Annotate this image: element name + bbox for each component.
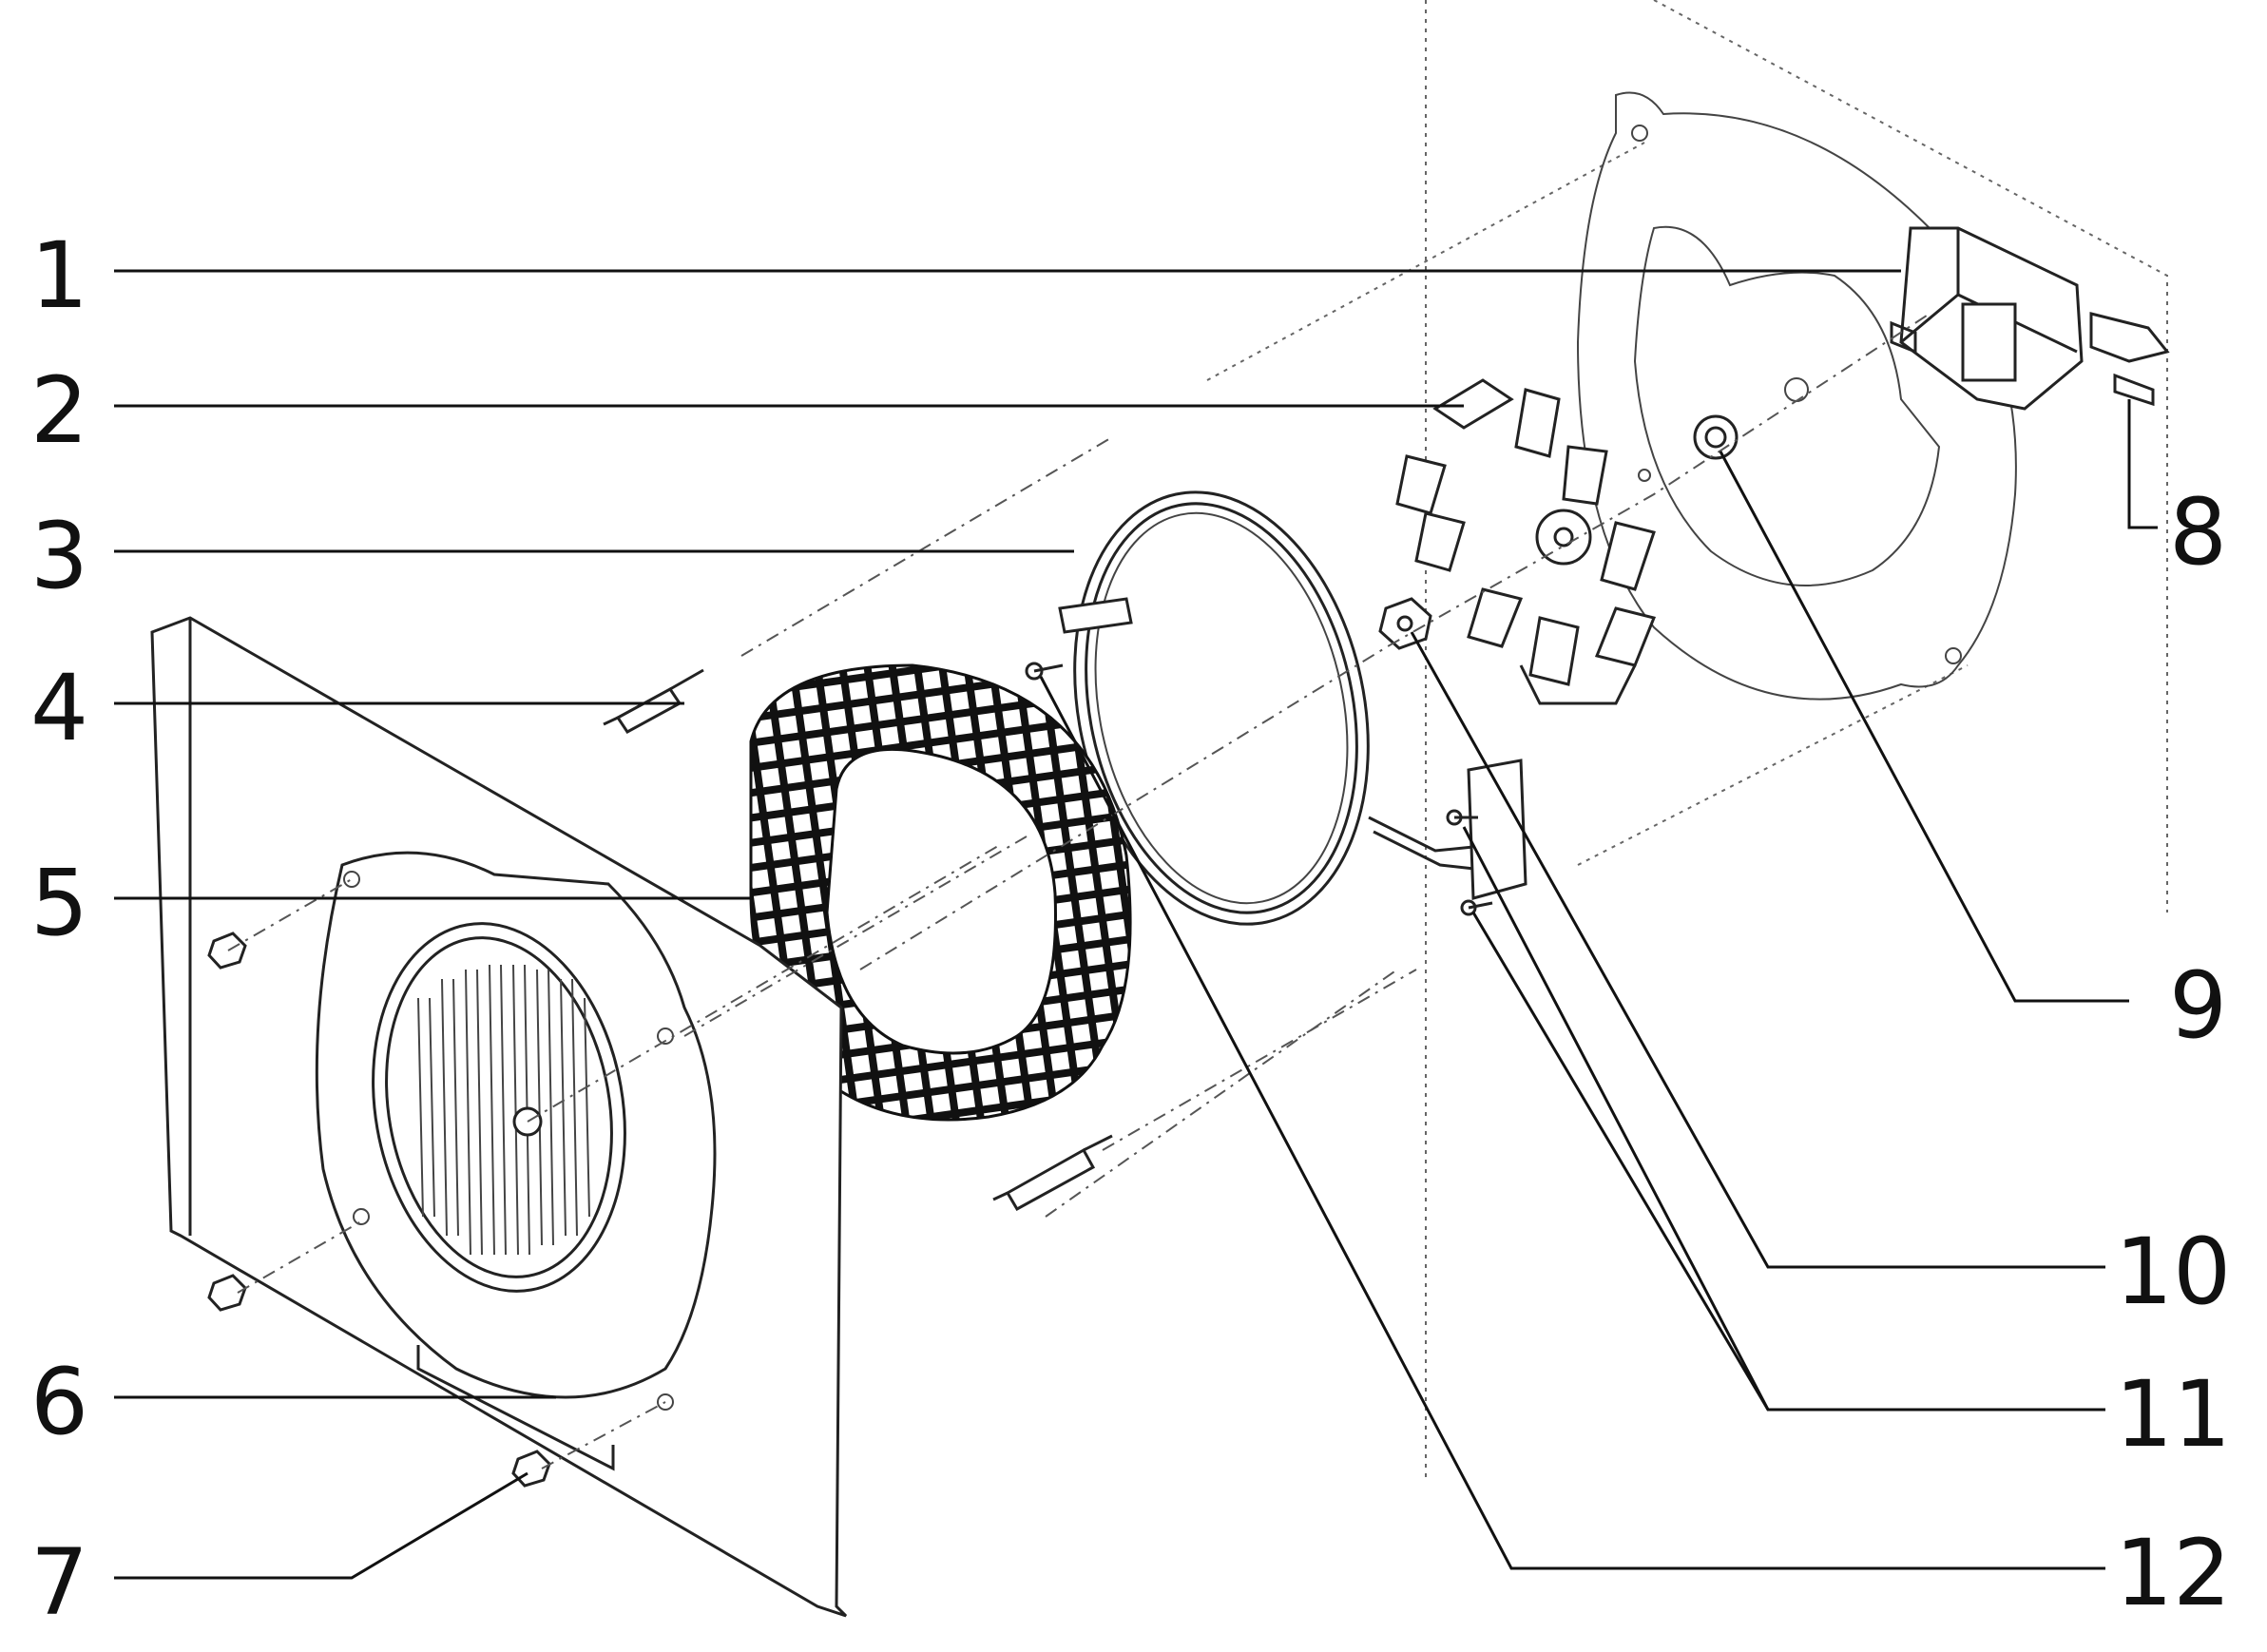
callout-labels: 1 2 3 4 5 6 7 8 9 10 11 12 (30, 222, 2231, 1636)
rear-wall-outline (1206, 0, 2168, 1483)
callout-4: 4 (30, 655, 88, 761)
callout-12: 12 (2115, 1520, 2231, 1626)
callout-6: 6 (30, 1349, 88, 1455)
part-9-washer (1693, 414, 1739, 460)
callout-9: 9 (2169, 952, 2227, 1059)
callout-5: 5 (30, 850, 88, 956)
callout-8: 8 (2169, 479, 2227, 586)
callout-2: 2 (30, 357, 88, 464)
part-10-nut (1378, 597, 1432, 650)
part-6-front-cover (150, 616, 848, 1618)
part-3-heating-element (1058, 490, 1527, 926)
leader-lines (114, 269, 2158, 1580)
part-11-screws (1446, 809, 1493, 916)
grille-slots (417, 964, 590, 1256)
callout-7: 7 (30, 1529, 88, 1636)
callout-10: 10 (2115, 1219, 2231, 1325)
callout-3: 3 (30, 503, 88, 609)
part-4-standoffs (603, 668, 1113, 1212)
callout-11: 11 (2115, 1361, 2231, 1468)
callout-1: 1 (30, 222, 88, 329)
assembly-centerlines (227, 313, 1931, 1470)
mounting-plate (1576, 91, 2017, 701)
part-7-nuts (207, 932, 551, 1488)
part-1-motor (1890, 226, 2170, 411)
part-2-fan (1395, 378, 1657, 705)
part-12-screw (1025, 662, 1064, 681)
